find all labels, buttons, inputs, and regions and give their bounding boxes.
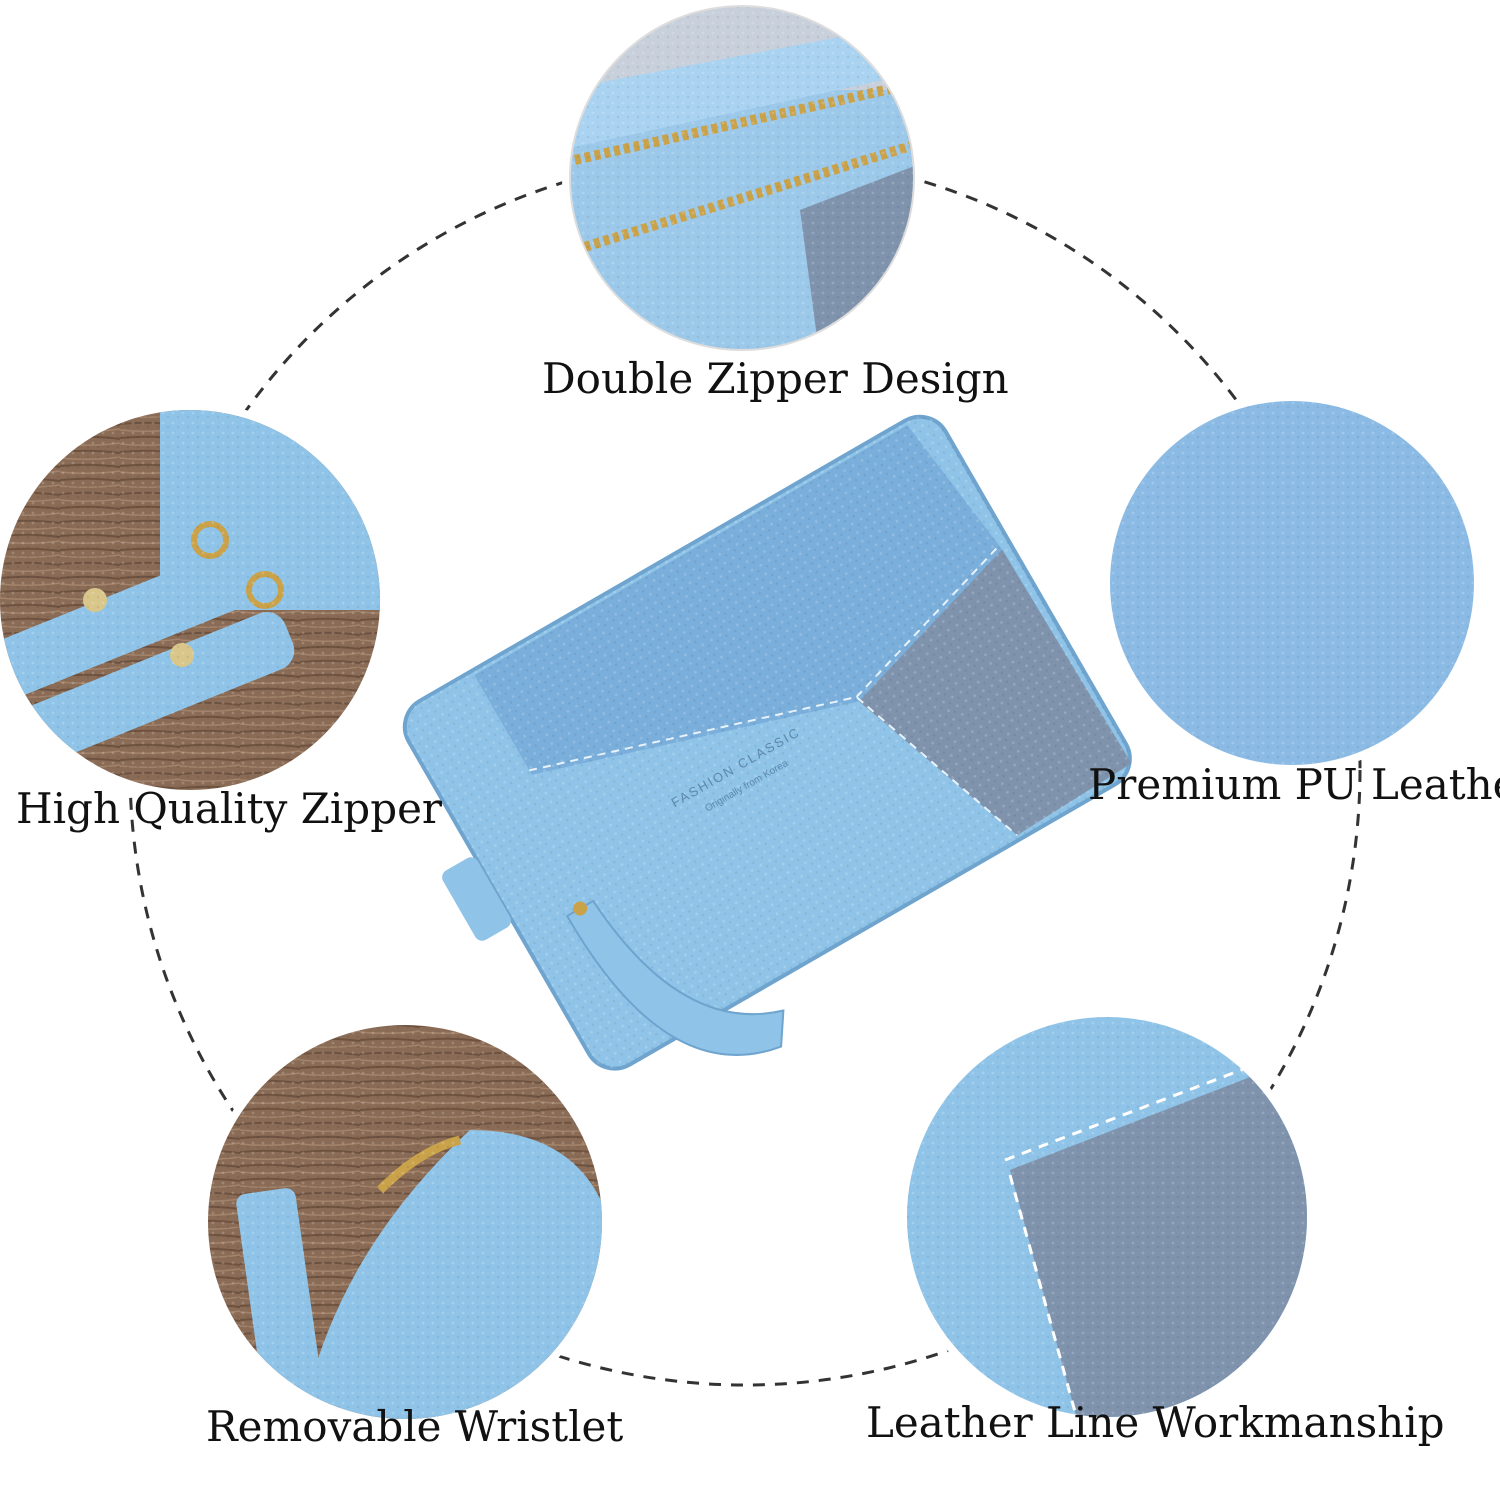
feature-label-double-zipper: Double Zipper Design [542,354,1009,403]
wristlet-photo [208,1025,602,1419]
feature-label-high-quality-zipper: High Quality Zipper [16,784,443,833]
zipper-pull-photo [0,410,380,790]
feature-label-removable-wristlet: Removable Wristlet [206,1402,624,1451]
feature-label-premium-leather: Premium PU Leather [1088,760,1500,809]
stitching-photo [907,1017,1307,1417]
feature-label-leather-line: Leather Line Workmanship [866,1398,1445,1447]
wallet [402,414,1132,1071]
leather-texture-photo [1110,401,1474,765]
dashed-ring [128,153,1362,1387]
